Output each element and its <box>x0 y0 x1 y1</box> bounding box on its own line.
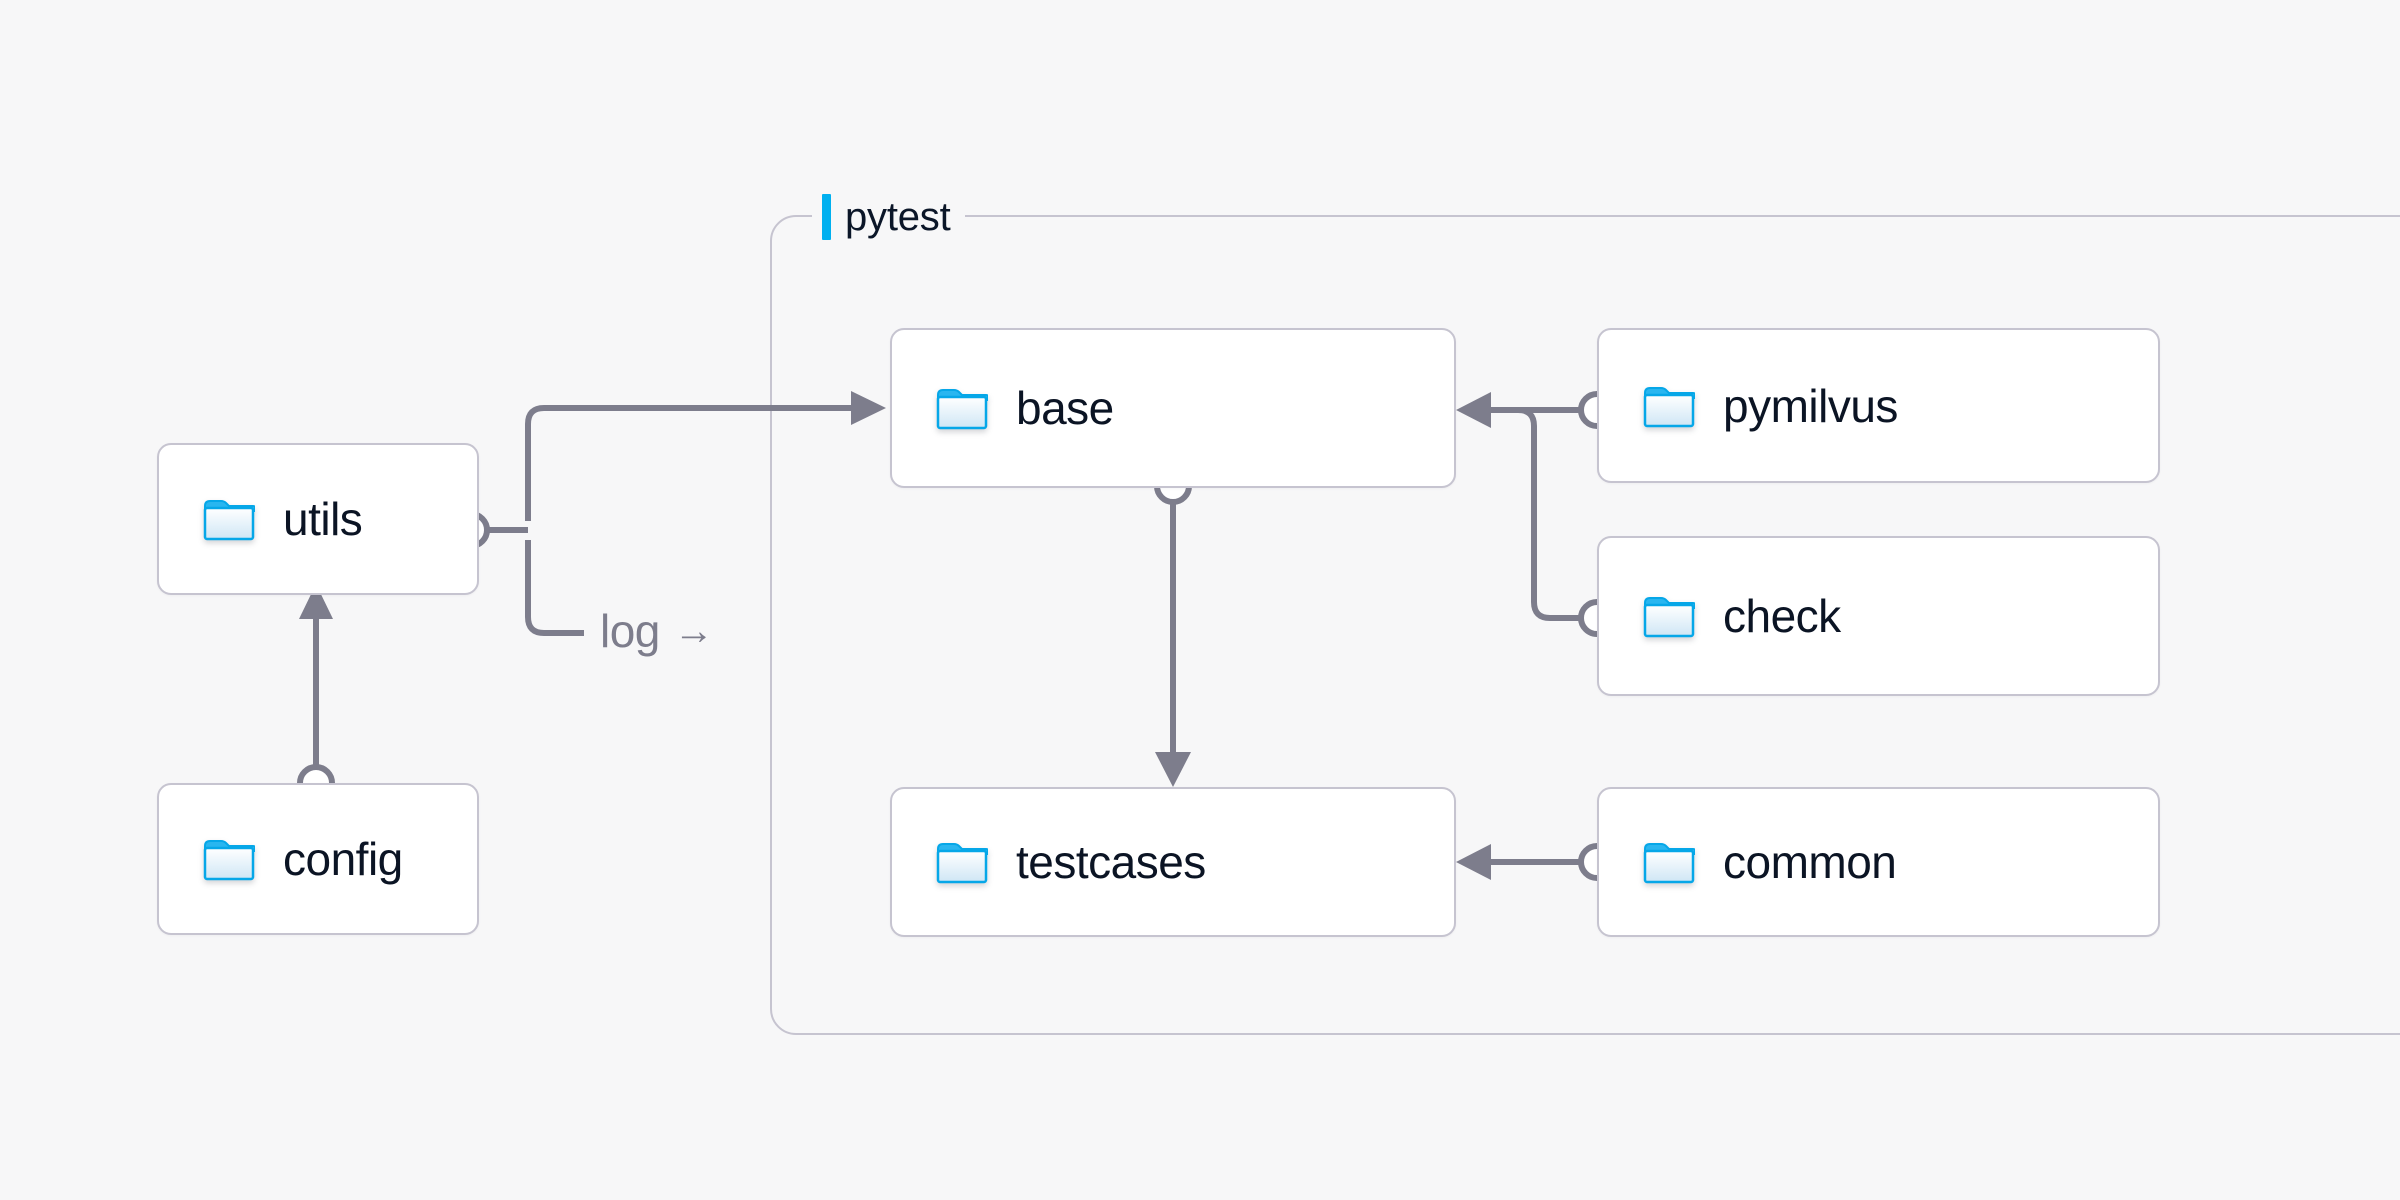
folder-icon <box>1643 594 1696 638</box>
node-label: utils <box>283 493 363 545</box>
node-check[interactable]: check <box>1597 536 2160 696</box>
edge-label-log: log → <box>600 604 714 658</box>
group-title: pytest <box>845 194 951 239</box>
folder-icon <box>1643 840 1696 884</box>
node-label: config <box>283 833 403 885</box>
node-utils[interactable]: utils <box>157 443 479 595</box>
node-base[interactable]: base <box>890 328 1456 488</box>
folder-icon <box>1643 384 1696 428</box>
node-label: testcases <box>1016 836 1206 888</box>
edge-utils-to-log <box>525 540 584 636</box>
node-pymilvus[interactable]: pymilvus <box>1597 328 2160 483</box>
group-container-pytest <box>770 215 2400 1035</box>
node-testcases[interactable]: testcases <box>890 787 1456 937</box>
folder-icon <box>936 386 989 430</box>
node-label: base <box>1016 382 1114 434</box>
node-label: pymilvus <box>1723 379 1898 432</box>
folder-icon <box>936 840 989 884</box>
node-common[interactable]: common <box>1597 787 2160 937</box>
node-config[interactable]: config <box>157 783 479 935</box>
edge-label-log-text: log <box>600 605 660 657</box>
edge-config-to-utils <box>297 584 335 802</box>
node-label: check <box>1723 590 1841 642</box>
group-label-pytest: pytest <box>812 192 965 242</box>
folder-icon <box>203 837 256 881</box>
folder-icon <box>203 497 256 541</box>
arrow-right-icon: → <box>673 609 714 653</box>
group-accent-bar <box>822 194 831 240</box>
node-label: common <box>1723 836 1897 888</box>
